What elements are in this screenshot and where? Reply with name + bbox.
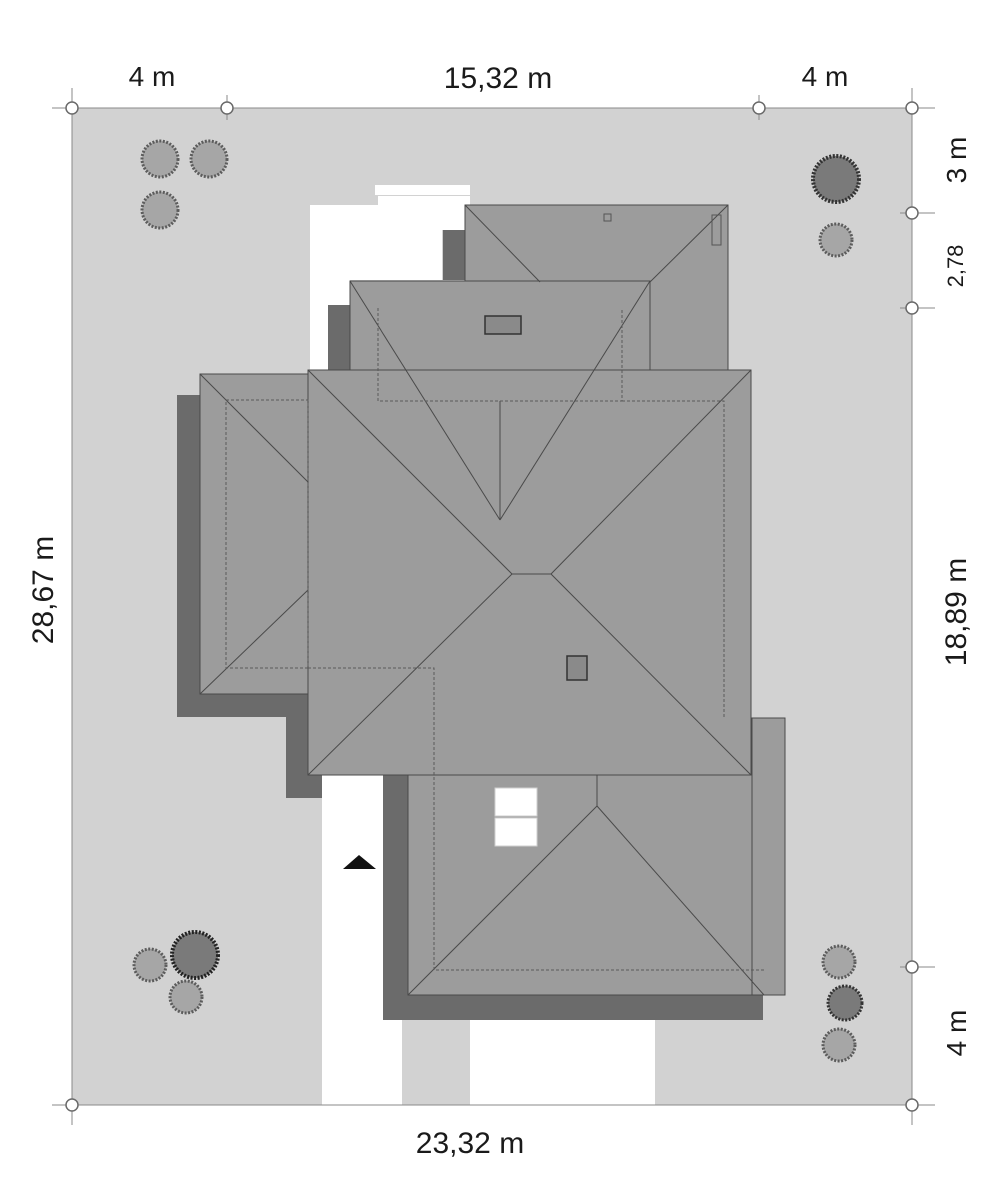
roof-vent (711, 214, 722, 246)
dim-right-house: 18,89 m (940, 558, 973, 666)
tree-icon (132, 947, 168, 983)
survey-point-icon (905, 960, 919, 974)
roof-garage-side (751, 717, 786, 996)
survey-point-icon (65, 1098, 79, 1112)
roof-garage (407, 774, 765, 996)
dim-left-total: 28,67 m (27, 536, 60, 644)
tree-icon (168, 979, 204, 1015)
chimney (484, 315, 522, 335)
dim-top-right: 4 m (802, 61, 849, 92)
roof-vent (603, 213, 612, 222)
roof-west-wing (199, 373, 313, 695)
survey-points (65, 101, 919, 1112)
wall-outlines (225, 308, 764, 971)
survey-point-icon (905, 101, 919, 115)
survey-point-icon (905, 1098, 919, 1112)
tree-icon (170, 930, 220, 980)
survey-point-icon (905, 206, 919, 220)
skylight (494, 817, 538, 847)
dim-right-top: 3 m (941, 137, 972, 184)
building-roof (199, 204, 786, 996)
survey-point-icon (65, 101, 79, 115)
chimney (566, 655, 588, 681)
survey-point-icon (905, 301, 919, 315)
dim-top-house: 15,32 m (444, 62, 552, 95)
dimension-lines (52, 88, 935, 1125)
entrance-arrow-icon (343, 855, 376, 869)
dimension-labels: 4 m 15,32 m 4 m 23,32 m 28,67 m 3 m 2,78… (27, 61, 973, 1160)
survey-point-icon (752, 101, 766, 115)
tree-icon (140, 190, 180, 230)
tree-icon (826, 984, 864, 1022)
roof-details (484, 213, 722, 847)
trees (132, 139, 864, 1063)
dim-right-small: 2,78 (943, 245, 968, 288)
tree-icon (811, 154, 861, 204)
tree-icon (821, 944, 857, 980)
dim-bottom-total: 23,32 m (416, 1127, 524, 1160)
dim-right-bottom: 4 m (941, 1010, 972, 1057)
skylight (494, 787, 538, 817)
tree-icon (821, 1027, 857, 1063)
dim-top-left: 4 m (129, 61, 176, 92)
roof-main (307, 369, 752, 776)
tree-icon (818, 222, 854, 258)
tree-icon (140, 139, 180, 179)
survey-point-icon (220, 101, 234, 115)
tree-icon (189, 139, 229, 179)
